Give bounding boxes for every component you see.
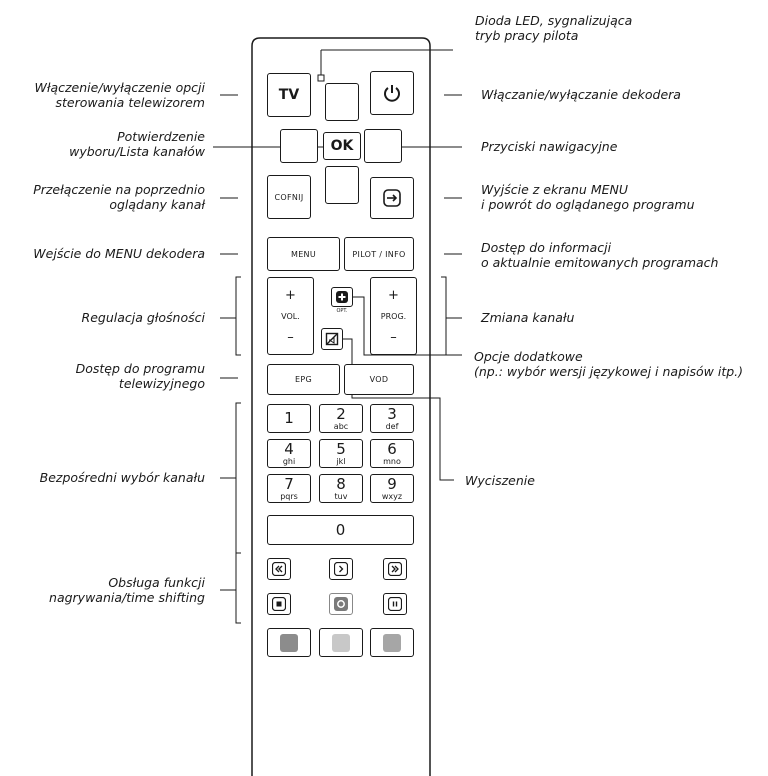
label-menu: Wejście do MENU dekodera [33, 246, 205, 261]
key-digit: 6 [387, 439, 397, 458]
pilot-info-button[interactable]: PILOT / INFO [344, 237, 414, 271]
key-letters: wxyz [381, 491, 403, 501]
key-digit: 9 [387, 474, 397, 493]
key-digit: 2 [336, 404, 346, 423]
nav-down-button[interactable] [325, 166, 359, 204]
color-key-3-button[interactable] [370, 628, 414, 657]
label-volume: Regulacja głośności [81, 310, 205, 325]
back-button[interactable]: COFNIJ [267, 175, 311, 219]
plus-icon [336, 291, 348, 303]
recording-bracket [235, 552, 241, 624]
label-channel: Zmiana kanału [481, 310, 575, 325]
key-digit: 0 [335, 520, 346, 539]
color-swatch [332, 633, 350, 652]
options-label: OPT. [336, 308, 348, 314]
nav-right-button[interactable] [364, 129, 402, 163]
fast-forward-icon [388, 562, 402, 576]
channel-bracket [441, 276, 447, 356]
mute-icon [325, 332, 339, 346]
play-button[interactable] [329, 558, 353, 580]
options-button[interactable] [331, 287, 353, 307]
power-icon [384, 85, 400, 102]
key-digit: 8 [336, 474, 346, 493]
key-1-button[interactable]: 1 [267, 404, 311, 433]
key-digit: 1 [284, 409, 294, 427]
key-letters: tuv [334, 491, 348, 501]
tv-button[interactable]: TV [267, 73, 311, 117]
mute-leader [343, 338, 454, 481]
label-direct: Bezpośredni wybór kanału [39, 470, 205, 485]
options-leader [352, 296, 462, 356]
pause-icon [388, 597, 402, 611]
stop-icon [272, 597, 286, 611]
color-swatch [383, 633, 401, 652]
record-icon [334, 597, 348, 611]
led-indicator [317, 74, 325, 82]
stop-button[interactable] [267, 593, 291, 615]
volume-label: VOL. [281, 311, 300, 321]
power-button[interactable] [370, 71, 414, 115]
pause-button[interactable] [383, 593, 407, 615]
key-letters: jkl [336, 456, 346, 466]
label-nav: Przyciski nawigacyjne [481, 139, 618, 154]
fast-forward-button[interactable] [383, 558, 407, 580]
remote-body-outline [251, 37, 431, 776]
volume-rocker[interactable]: + VOL. – [267, 277, 314, 355]
rewind-icon [272, 562, 286, 576]
record-button[interactable] [329, 593, 353, 615]
label-mute: Wyciszenie [465, 473, 535, 488]
color-key-2-button[interactable] [319, 628, 363, 657]
channel-label: PROG. [380, 311, 407, 321]
nav-left-button[interactable] [280, 129, 318, 163]
exit-button[interactable] [370, 177, 414, 219]
direct-bracket [235, 402, 241, 554]
nav-up-button[interactable] [325, 83, 359, 121]
volume-down-sign[interactable]: – [287, 329, 294, 345]
key-digit: 7 [284, 474, 294, 493]
key-0-button[interactable]: 0 [267, 515, 414, 545]
color-swatch [280, 633, 298, 652]
key-letters: ghi [282, 456, 296, 466]
color-key-1-button[interactable] [267, 628, 311, 657]
key-letters: mno [383, 456, 401, 466]
epg-button[interactable]: EPG [267, 364, 340, 395]
key-digit: 3 [387, 404, 397, 423]
exit-icon [383, 189, 401, 207]
key-letters: def [385, 421, 399, 431]
play-icon [334, 562, 348, 576]
rewind-button[interactable] [267, 558, 291, 580]
key-letters: pqrs [280, 491, 298, 501]
key-digit: 5 [336, 439, 346, 458]
volume-bracket [235, 276, 241, 356]
volume-up-sign[interactable]: + [285, 287, 296, 303]
vod-button[interactable]: VOD [344, 364, 414, 395]
key-digit: 4 [284, 439, 294, 458]
ok-button[interactable]: OK [323, 132, 361, 160]
channel-rocker[interactable]: + PROG. – [370, 277, 417, 355]
label-power: Włączanie/wyłączanie dekodera [481, 87, 681, 102]
channel-up-sign[interactable]: + [388, 287, 399, 303]
channel-down-sign[interactable]: – [390, 329, 397, 345]
label-options: Opcje dodatkowe(np.: wybór wersji języko… [474, 349, 744, 379]
menu-button[interactable]: MENU [267, 237, 340, 271]
mute-button[interactable] [321, 328, 343, 350]
key-letters: abc [333, 421, 349, 431]
